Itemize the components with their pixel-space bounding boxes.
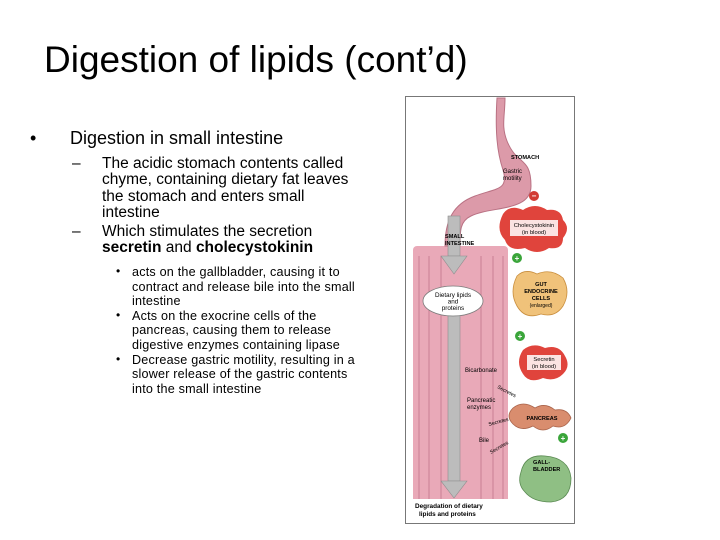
plus-sign-icon	[512, 253, 522, 263]
slide-title: Digestion of lipids (cont’d)	[44, 39, 468, 80]
gut-endocrine-cells	[512, 271, 568, 317]
label-gut: GUT	[535, 282, 547, 288]
effect-text: acts on the gallbladder, causing it to c…	[132, 265, 355, 309]
label-lipids-proteins: lipids and proteins	[419, 511, 476, 518]
bullet-digestion-small-intestine: • Digestion in small intestine	[30, 128, 360, 150]
stomach-shape	[444, 97, 532, 247]
plus-label: +	[515, 254, 520, 263]
label-bile: Bile	[479, 438, 490, 444]
bullet-text: Digestion in small intestine	[70, 128, 284, 148]
and-word: and	[161, 239, 196, 257]
label-in-blood: (in blood)	[522, 230, 546, 236]
label-cells: CELLS	[532, 296, 551, 302]
label-dietary-lipids: Dietary lipids	[435, 292, 471, 299]
sub-bullet-stimulates: – Which stimulates the secretion secreti…	[30, 222, 360, 257]
label-intestine: INTESTINE	[445, 241, 474, 247]
effect-item-gastric-motility: • Decrease gastric motility, resulting i…	[30, 351, 360, 397]
label-small: SMALL	[445, 234, 465, 240]
sub-bullet-chyme: – The acidic stomach contents called chy…	[30, 154, 360, 222]
effects-list: • acts on the gallbladder, causing it to…	[30, 264, 360, 397]
label-enlarged: (enlarged)	[530, 303, 553, 309]
secretin-term: secretin	[102, 239, 162, 257]
cholecystokinin-term: cholecystokinin	[195, 239, 314, 257]
label-enzymes: enzymes	[467, 405, 491, 411]
minus-sign-gastric-icon	[529, 191, 539, 201]
label-bicarbonate: Bicarbonate	[465, 368, 498, 374]
dietary-lipids-oval	[422, 285, 484, 317]
dash-mark: –	[72, 154, 81, 172]
label-pancreatic: Pancreatic	[467, 398, 495, 404]
effect-item-pancreas: • Acts on the exocrine cells of the panc…	[30, 307, 360, 353]
label-gastric: Gastric	[503, 169, 522, 175]
cck-label-bg	[510, 220, 558, 236]
secretin-label-bg	[527, 355, 561, 370]
plus-label: +	[561, 434, 566, 443]
caption-bg	[413, 499, 513, 521]
label-degradation: Degradation of dietary	[415, 503, 483, 510]
plus-label: +	[518, 332, 523, 341]
label-and: and	[448, 299, 459, 306]
gallbladder-shape	[519, 455, 572, 503]
bullet-dot: •	[116, 307, 121, 322]
effect-text: Decrease gastric motility, resulting in …	[132, 352, 355, 396]
label-bladder: BLADDER	[533, 467, 560, 473]
intestine-folds	[418, 256, 504, 516]
label-secretin: Secretin	[533, 357, 554, 363]
label-cholecystokinin: Cholecystokinin	[514, 223, 555, 229]
pancreas-shape	[508, 403, 572, 431]
label-proteins: proteins	[442, 305, 464, 312]
dash-mark: –	[72, 222, 81, 240]
label-pancreas: PANCREAS	[527, 416, 558, 422]
label-secretin-in-blood: (in blood)	[532, 364, 556, 370]
sub-bullet-text: The acidic stomach contents called chyme…	[102, 154, 349, 222]
label-secretes-2: Secretes	[488, 417, 510, 428]
digestion-diagram: Dietary lipids and proteins STOMACH Gast…	[405, 96, 575, 524]
label-stomach: STOMACH	[511, 155, 539, 161]
label-gall: GALL-	[533, 460, 550, 466]
bullet-dot: •	[30, 128, 37, 148]
bullet-dot: •	[116, 264, 121, 279]
slide-content: • Digestion in small intestine – The aci…	[30, 128, 360, 396]
bullet-dot: •	[116, 351, 121, 366]
effect-text: Acts on the exocrine cells of the pancre…	[132, 308, 340, 353]
label-motility: motility	[503, 176, 522, 182]
intestine-column	[413, 246, 508, 521]
minus-label: −	[532, 192, 537, 201]
effect-item-gallbladder: • acts on the gallbladder, causing it to…	[30, 264, 360, 309]
diagram-svg: Dietary lipids and proteins STOMACH Gast…	[405, 96, 575, 524]
sub-bullet-text: Which stimulates the secretion	[102, 222, 313, 240]
flow-arrow	[440, 215, 468, 499]
label-endocrine: ENDOCRINE	[524, 289, 558, 295]
plus-sign-icon	[515, 331, 525, 341]
plus-sign-icon	[558, 433, 568, 443]
